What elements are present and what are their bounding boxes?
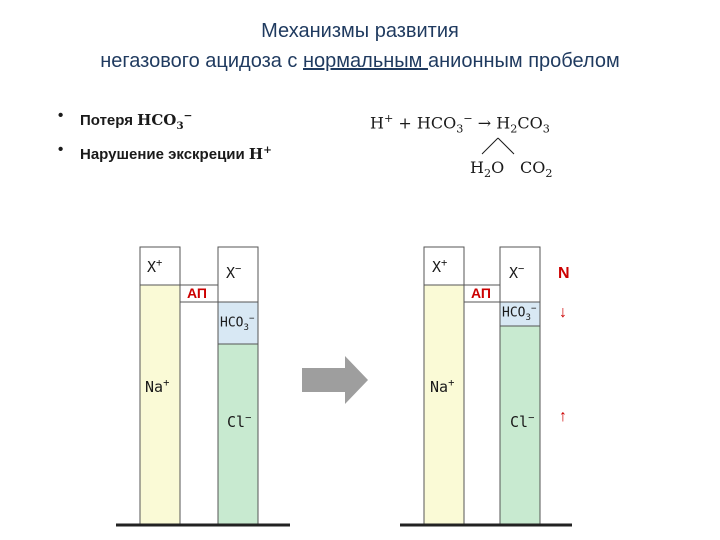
cause-bicarbonate-loss: Потеря HCO3− [58,104,272,138]
cause-1-formula: HCO3− [137,110,193,132]
right-na-block [423,284,465,526]
title-line-2-pre: негазового ацидоза с [100,50,303,72]
right-cation-top-label: X+ [432,257,448,276]
title-line-1: Механизмы развития [261,20,459,42]
hco3-decrease-arrow-icon: ↓ [559,304,567,321]
right-cl-label: Cl− [510,412,535,431]
right-hco3-label: HCO3− [502,304,537,323]
left-na-block [139,284,181,526]
right-anion-gap-label: АП [471,285,491,301]
left-na-label: Na+ [145,377,170,396]
cause-1-text: Потеря [80,112,138,129]
left-anion-gap-label: АП [187,285,207,301]
title-line-2-underlined: нормальным [303,50,428,72]
reaction-equation: H+ + HCO3− → H2CO3 [370,112,550,136]
right-anion-top-label: X− [509,263,525,282]
right-na-label: Na+ [430,377,455,396]
right-cl-block [499,325,541,526]
normal-gap-indicator: N [558,265,570,282]
cause-2-formula: H+ [248,144,272,163]
product-co2: CO2 [520,158,553,181]
product-water: H2O [470,158,505,181]
left-cl-block [217,343,259,526]
left-anion-top-label: X− [226,263,242,282]
left-hco3-label: HCO3− [220,314,255,333]
left-cl-label: Cl− [227,412,252,431]
title-line-2: негазового ацидоза с нормальным анионным… [0,50,720,73]
split-line-right [497,137,515,155]
title-line-2-post: анионным пробелом [427,50,620,72]
right-hco3-block [499,301,541,327]
cause-h-excretion: Нарушение экскреции H+ [58,138,272,167]
cause-2-text: Нарушение экскреции [80,146,249,163]
cause-list: Потеря HCO3− Нарушение экскреции H+ [58,104,272,167]
cl-increase-arrow-icon: ↑ [559,408,567,425]
transition-arrow-icon [302,356,368,404]
left-cation-top-label: X+ [147,257,163,276]
split-line-left [481,137,499,155]
